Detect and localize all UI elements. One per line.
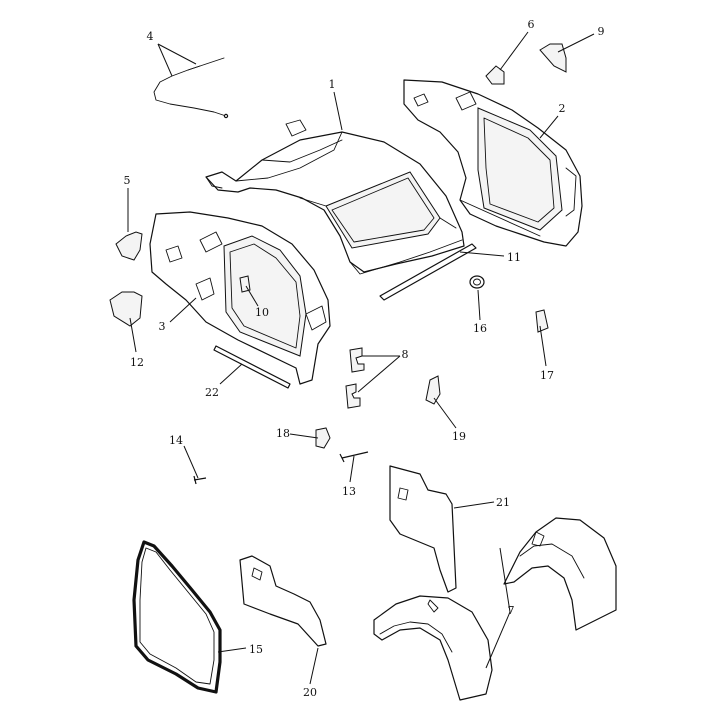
part-release-cable[interactable] <box>153 57 229 119</box>
leader-line-7a <box>499 547 511 613</box>
part-quarter-glass-upper-left[interactable] <box>115 231 143 261</box>
part-door-seal[interactable] <box>132 540 222 694</box>
callout-16: 16 <box>473 322 487 335</box>
part-quarter-glass-lower-left[interactable] <box>109 291 143 327</box>
part-sill-seal-strip[interactable] <box>213 345 291 389</box>
callout-11: 11 <box>507 251 521 264</box>
leader-line-11 <box>459 251 505 257</box>
callout-10: 10 <box>255 306 269 319</box>
leader-line-6 <box>499 31 529 71</box>
callout-18: 18 <box>276 427 290 440</box>
callout-20: 20 <box>303 686 317 699</box>
leader-line-17 <box>539 325 547 367</box>
leader-line-2 <box>539 115 559 139</box>
callout-5: 5 <box>124 174 131 187</box>
leader-line-12 <box>129 317 137 353</box>
callout-8: 8 <box>402 348 409 361</box>
callout-2: 2 <box>559 102 566 115</box>
leader-line-8b <box>357 355 401 393</box>
leader-line-10 <box>245 285 259 307</box>
leader-line-4b <box>157 43 197 65</box>
part-body-side-right[interactable] <box>403 79 583 247</box>
leader-line-7b <box>485 611 511 669</box>
callout-15: 15 <box>249 643 263 656</box>
leader-line-4a <box>157 43 173 77</box>
leader-line-20 <box>309 647 319 685</box>
leader-line-21 <box>453 501 495 509</box>
callout-14: 14 <box>169 434 183 447</box>
part-brackets[interactable] <box>345 347 365 409</box>
leader-line-15 <box>217 647 247 653</box>
callout-6: 6 <box>528 18 535 31</box>
leader-line-13 <box>349 455 355 483</box>
callout-7: 7 <box>508 604 515 617</box>
leader-line-16 <box>477 289 481 321</box>
callout-3: 3 <box>159 320 166 333</box>
callout-labels: 1 2 3 4 5 6 7 8 9 10 11 12 13 14 15 16 1… <box>124 18 605 699</box>
callout-9: 9 <box>598 25 605 38</box>
part-grommet[interactable] <box>469 275 485 289</box>
part-roof-seal-strip[interactable] <box>379 243 477 301</box>
callout-13: 13 <box>342 485 356 498</box>
callout-4: 4 <box>147 30 154 43</box>
part-rod[interactable] <box>339 451 369 463</box>
part-roof-panel[interactable] <box>205 119 465 275</box>
part-panel-piece-19[interactable] <box>425 375 441 405</box>
part-trim-panel-20[interactable] <box>239 555 327 647</box>
callout-19: 19 <box>452 430 466 443</box>
leader-line-19 <box>433 397 457 429</box>
callout-1: 1 <box>329 78 336 91</box>
part-trim-piece-6[interactable] <box>485 65 505 85</box>
callout-21: 21 <box>496 496 510 509</box>
part-screw[interactable] <box>193 475 207 485</box>
part-quarter-glass-right[interactable] <box>539 43 567 73</box>
leader-line-1 <box>333 91 343 131</box>
leader-lines <box>127 31 595 685</box>
leader-line-22 <box>219 363 243 385</box>
part-trim-panel-21[interactable] <box>389 465 457 593</box>
leader-line-3 <box>169 297 197 323</box>
callout-22: 22 <box>205 386 219 399</box>
part-clip-18[interactable] <box>315 427 331 449</box>
callout-12: 12 <box>130 356 144 369</box>
leader-line-14 <box>183 445 199 479</box>
part-wheel-arch-liners[interactable] <box>373 517 617 701</box>
part-body-side-left[interactable] <box>149 211 331 385</box>
part-trim-piece-17[interactable] <box>535 309 549 333</box>
leader-line-18 <box>289 433 319 439</box>
leader-line-9 <box>557 33 595 53</box>
callout-17: 17 <box>540 369 554 382</box>
